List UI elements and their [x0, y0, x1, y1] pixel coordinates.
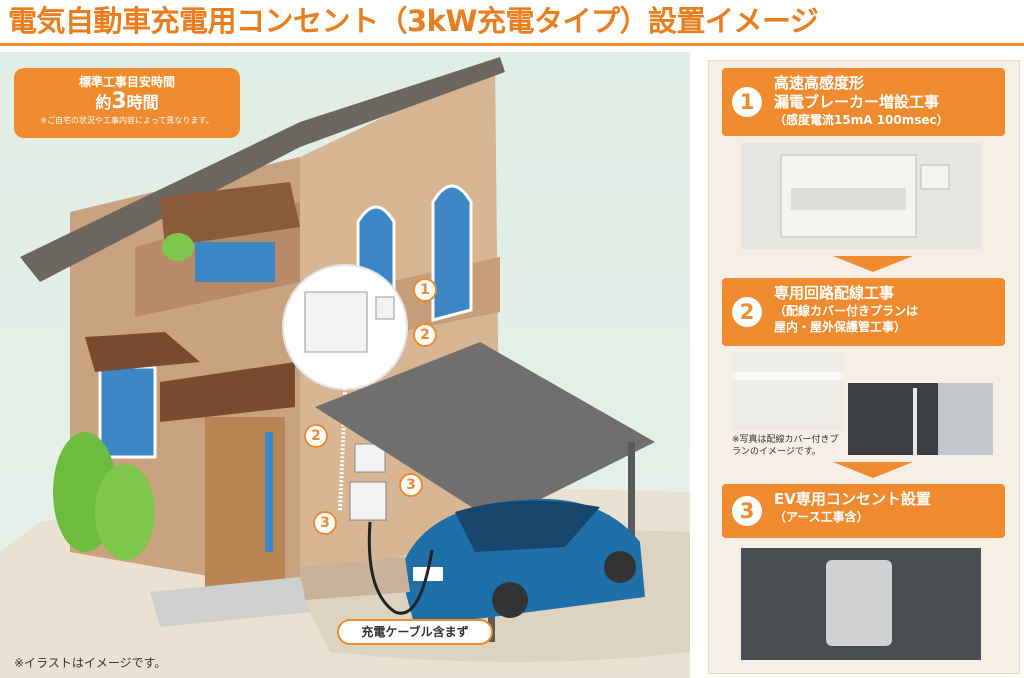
- lower-window: [98, 365, 157, 459]
- step-1-header: 1 高速高感度形 漏電ブレーカー増設工事 （感度電流15mA 100msec）: [722, 68, 1005, 136]
- car-windows: [455, 500, 600, 552]
- wiring-indoor-photo: [733, 352, 843, 430]
- step-2-title: 専用回路配線工事: [774, 284, 895, 302]
- house-illustration: [0, 52, 690, 678]
- callout-2-lower: 2: [304, 424, 328, 448]
- work-time-note: ※ご自宅の状況や工事内容によって異なります。: [40, 116, 214, 125]
- wiring-indoor-drawing: [733, 352, 843, 430]
- carport-post-2: [628, 442, 635, 592]
- breaker-photo-drawing: [741, 143, 981, 249]
- callout-3-upper: 3: [399, 473, 423, 497]
- work-time-label: 標準工事目安時間: [78, 75, 175, 89]
- outlet-box-upper: [354, 443, 386, 473]
- ev-outlet-drawing: [741, 548, 981, 660]
- work-time-prefix: 約: [95, 93, 112, 112]
- step-3-text: EV専用コンセント設置 （アース工事含）: [774, 490, 931, 525]
- outlet-box-lower: [349, 481, 387, 521]
- step-3-subtitle: （アース工事含）: [774, 510, 869, 524]
- arched-window-2: [431, 184, 473, 322]
- breaker-unit: [375, 296, 395, 320]
- house-car-drawing: [0, 57, 690, 678]
- balcony-plant: [162, 233, 194, 261]
- roof: [20, 57, 505, 282]
- ev-outlet-photo: [741, 548, 981, 660]
- work-time-badge: 標準工事目安時間 約3時間 ※ご自宅の状況や工事内容によって異なります。: [14, 68, 240, 138]
- entrance-canopy: [160, 362, 295, 422]
- step-2-subtitle-line1: （配線カバー付きプランは: [774, 304, 919, 318]
- wiring-path: [338, 322, 392, 513]
- work-time-suffix: 時間: [126, 93, 159, 112]
- car-wheel-rear: [604, 551, 636, 583]
- work-time-number: 3: [111, 89, 127, 114]
- step-2-number: 2: [732, 297, 762, 327]
- step-3-title: EV専用コンセント設置: [774, 490, 931, 508]
- wiring-outdoor-drawing: [848, 383, 993, 455]
- window-awning: [85, 332, 200, 372]
- callout-1: 1: [413, 278, 437, 302]
- electric-car: [400, 498, 645, 627]
- work-time-value: 約3時間: [14, 90, 240, 115]
- flower-bed: [300, 557, 410, 600]
- breaker-box: [304, 291, 368, 353]
- page-title: 電気自動車充電用コンセント（3kW充電タイプ）設置イメージ: [8, 4, 819, 38]
- cable-not-included-label: 充電ケーブル含まず: [337, 619, 493, 645]
- wiring-photo-note: ※写真は配線カバー付きプランのイメージです。: [732, 435, 839, 457]
- step-1-text: 高速高感度形 漏電ブレーカー増設工事 （感度電流15mA 100msec）: [774, 74, 949, 128]
- car-wheel-front: [492, 582, 528, 618]
- arrow-down-1: [833, 256, 913, 272]
- breaker-photo: [741, 143, 981, 249]
- wiring-outdoor-photo: [848, 383, 993, 455]
- step-2-subtitle-line2: 屋内・屋外保護管工事）: [774, 320, 907, 334]
- callout-2-upper: 2: [413, 323, 437, 347]
- step-2-header: 2 専用回路配線工事 （配線カバー付きプランは 屋内・屋外保護管工事）: [722, 278, 1005, 346]
- upper-window: [195, 242, 275, 282]
- arrow-down-2: [833, 462, 913, 478]
- shrub-2: [95, 464, 155, 560]
- balcony-awning: [160, 182, 300, 247]
- step-1-subtitle: （感度電流15mA 100msec）: [774, 113, 949, 127]
- step-1-title-line1: 高速高感度形: [774, 74, 865, 92]
- charging-cable: [367, 521, 434, 615]
- callout-3-lower: 3: [313, 511, 337, 535]
- door-glass: [265, 432, 273, 552]
- step-2-text: 専用回路配線工事 （配線カバー付きプランは 屋内・屋外保護管工事）: [774, 284, 918, 335]
- carport-roof: [315, 342, 655, 522]
- illustration-note: ※イラストはイメージです。: [14, 656, 167, 670]
- entrance-steps: [150, 577, 310, 627]
- step-3-number: 3: [732, 496, 762, 526]
- step-1-number: 1: [732, 87, 762, 117]
- step-1-title-line2: 漏電ブレーカー増設工事: [774, 93, 940, 111]
- title-underline: [0, 43, 1024, 46]
- step-3-header: 3 EV専用コンセント設置 （アース工事含）: [722, 484, 1005, 538]
